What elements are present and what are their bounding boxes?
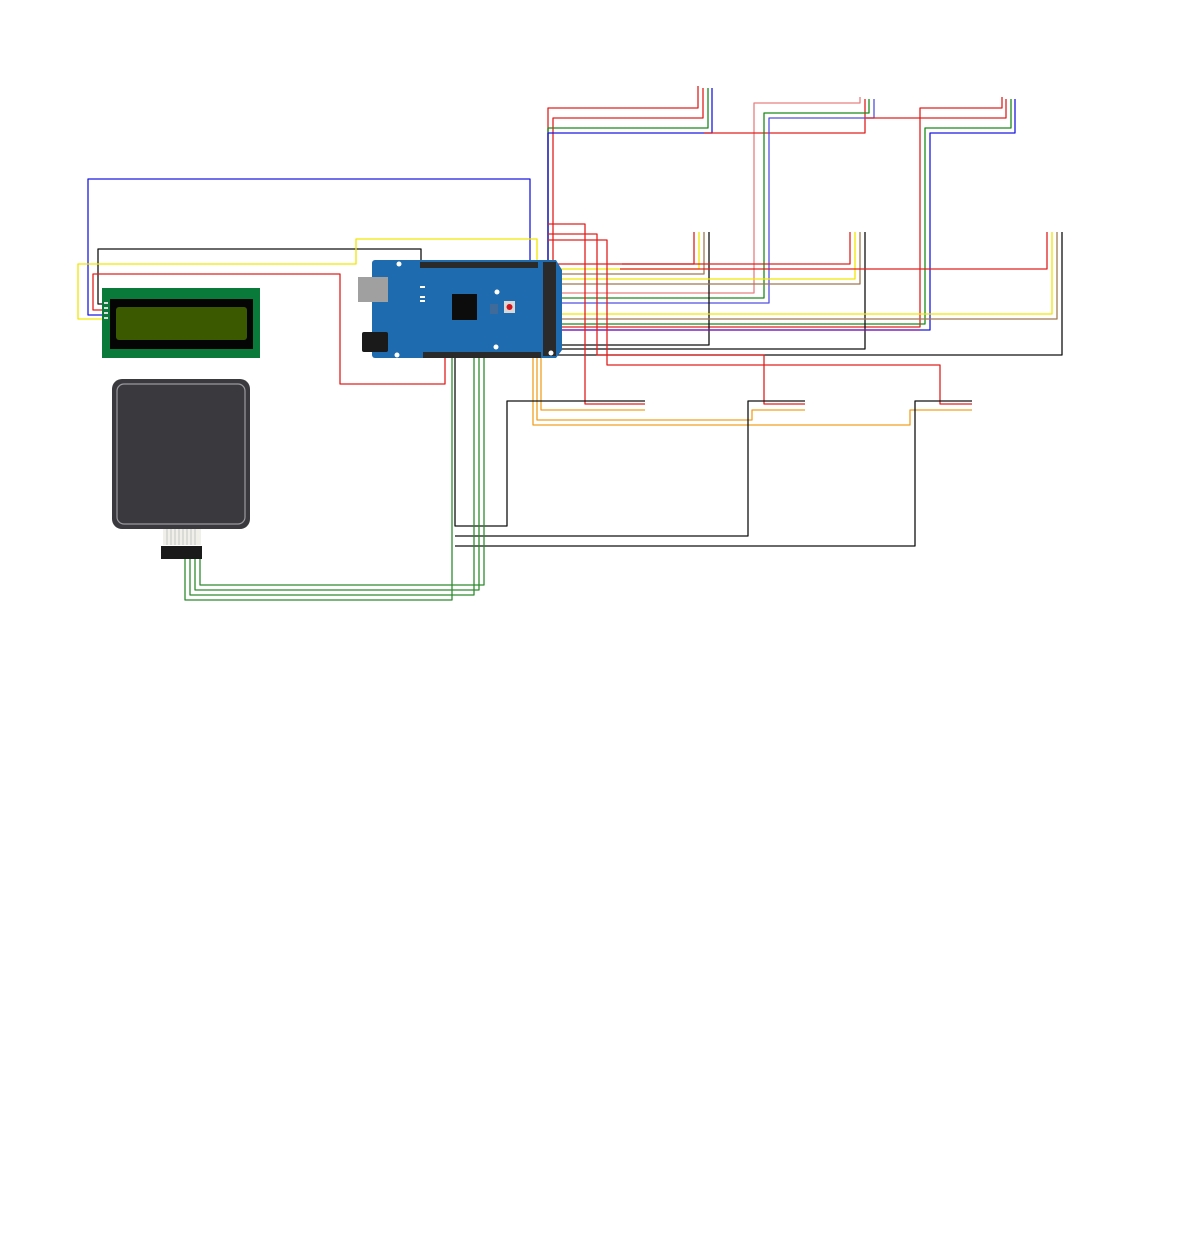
digital-header-top bbox=[420, 262, 538, 268]
lcd-screen bbox=[116, 307, 247, 340]
mounting-hole bbox=[394, 352, 400, 358]
wire-rgb3-red[interactable] bbox=[556, 97, 1003, 328]
wire-us3-trig[interactable] bbox=[556, 232, 1053, 315]
wire-us2-gnd[interactable] bbox=[556, 232, 866, 350]
mounting-hole bbox=[396, 261, 402, 267]
lcd-pin-scl bbox=[104, 317, 108, 319]
wire-lcd-gnd[interactable] bbox=[97, 248, 422, 305]
wire-servo1-gnd[interactable] bbox=[454, 358, 645, 527]
wire-servo1-signal[interactable] bbox=[540, 358, 645, 411]
wire-servo1-vcc[interactable] bbox=[548, 223, 645, 405]
ribbon-connector bbox=[161, 546, 202, 559]
wire-keypad-2[interactable] bbox=[189, 358, 475, 596]
wire-rgb1-green[interactable] bbox=[547, 88, 709, 310]
wire-rgb2-blue[interactable] bbox=[556, 99, 875, 304]
wire-us1-vcc[interactable] bbox=[556, 232, 695, 265]
circuit-canvas bbox=[77, 86, 1063, 601]
wire-keypad-4[interactable] bbox=[199, 358, 485, 586]
wire-servo3-gnd[interactable] bbox=[455, 400, 972, 547]
wire-keypad-1[interactable] bbox=[184, 358, 453, 601]
lcd-pin-gnd bbox=[104, 302, 108, 304]
wire-us2-echo[interactable] bbox=[556, 232, 861, 285]
arduino-mega[interactable] bbox=[358, 260, 562, 358]
keypad-body bbox=[112, 379, 250, 529]
keypad-ribbon bbox=[161, 529, 202, 559]
reset-button-cap[interactable] bbox=[506, 304, 513, 310]
wire-us1-echo[interactable] bbox=[556, 232, 705, 275]
wires bbox=[77, 86, 1063, 601]
led-l-icon bbox=[420, 286, 425, 288]
wire-servo3-signal[interactable] bbox=[532, 358, 972, 426]
ribbon-cable bbox=[163, 529, 201, 545]
wire-servo2-gnd[interactable] bbox=[455, 400, 805, 537]
mounting-hole bbox=[548, 350, 554, 356]
wire-rgb3-green[interactable] bbox=[556, 99, 1012, 325]
wire-rgb3-common[interactable] bbox=[866, 99, 1007, 119]
led-rx-icon bbox=[420, 300, 425, 302]
code-line bbox=[32, 882, 50, 930]
wire-us1-gnd[interactable] bbox=[556, 232, 710, 346]
code-line bbox=[32, 1026, 50, 1074]
wire-lcd-scl[interactable] bbox=[77, 238, 538, 320]
wire-us2-vcc[interactable] bbox=[622, 232, 851, 265]
wire-us3-vcc[interactable] bbox=[620, 232, 1048, 270]
power-analog-header bbox=[423, 352, 541, 358]
wire-us2-trig[interactable] bbox=[556, 232, 856, 280]
wire-servo2-signal[interactable] bbox=[536, 358, 805, 421]
code-line bbox=[32, 738, 50, 786]
wire-rgb1-red[interactable] bbox=[547, 86, 699, 276]
code-line bbox=[32, 1170, 50, 1218]
wire-servo2-vcc[interactable] bbox=[548, 233, 805, 405]
mounting-hole bbox=[493, 344, 499, 350]
wire-rgb2-common[interactable] bbox=[704, 99, 866, 134]
keypad-border bbox=[116, 383, 246, 525]
keypad[interactable] bbox=[112, 379, 250, 559]
digital-header-right bbox=[543, 262, 556, 356]
lcd-pin-vcc bbox=[104, 307, 108, 309]
wire-rgb1-common[interactable] bbox=[552, 88, 704, 290]
mounting-hole bbox=[494, 289, 500, 295]
wire-rgb2-green[interactable] bbox=[556, 99, 870, 299]
wire-servo3-vcc[interactable] bbox=[548, 239, 972, 405]
mcu-chip bbox=[452, 294, 477, 320]
wire-lcd-sda[interactable] bbox=[87, 178, 531, 316]
lcd-display[interactable] bbox=[102, 288, 260, 358]
icsp-header bbox=[490, 304, 498, 314]
wire-lcd-vcc[interactable] bbox=[92, 273, 446, 385]
wire-rgb2-red[interactable] bbox=[556, 97, 861, 294]
wire-rgb1-blue[interactable] bbox=[547, 88, 713, 300]
led-tx-icon bbox=[420, 296, 425, 298]
power-jack bbox=[362, 332, 388, 352]
wire-keypad-3[interactable] bbox=[194, 358, 480, 591]
lcd-pin-sda bbox=[104, 312, 108, 314]
wire-us3-echo[interactable] bbox=[556, 232, 1058, 320]
usb-port bbox=[358, 277, 388, 302]
